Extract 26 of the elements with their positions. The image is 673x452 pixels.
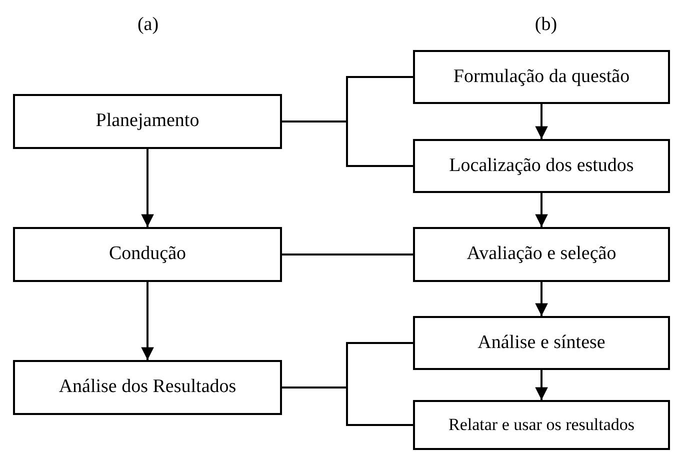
process-box xyxy=(13,360,282,415)
box-text: Análise e síntese xyxy=(478,332,606,354)
process-box xyxy=(13,227,282,282)
box-text: Formulação da questão xyxy=(453,66,630,88)
box-text: Planejamento xyxy=(96,111,200,132)
panel-label: (b) xyxy=(534,14,558,36)
process-box xyxy=(413,227,670,282)
process-box xyxy=(413,316,670,370)
connector-line xyxy=(282,120,413,167)
process-box xyxy=(413,50,670,104)
process-box xyxy=(413,139,670,193)
process-box xyxy=(413,400,670,450)
arrow xyxy=(535,370,548,400)
process-box xyxy=(13,94,282,149)
connector-line xyxy=(282,254,413,256)
arrow xyxy=(141,282,154,360)
panel-label: (a) xyxy=(137,14,159,36)
box-text: Relatar e usar os resultados xyxy=(448,416,634,434)
arrow xyxy=(535,104,548,139)
box-text: Avaliação e seleção xyxy=(466,244,616,265)
box-text: Localização dos estudos xyxy=(449,156,634,176)
arrow xyxy=(535,193,548,227)
box-text: Análise dos Resultados xyxy=(58,377,236,398)
arrow xyxy=(535,282,548,316)
box-text: Condução xyxy=(108,244,186,265)
arrow xyxy=(141,149,154,227)
